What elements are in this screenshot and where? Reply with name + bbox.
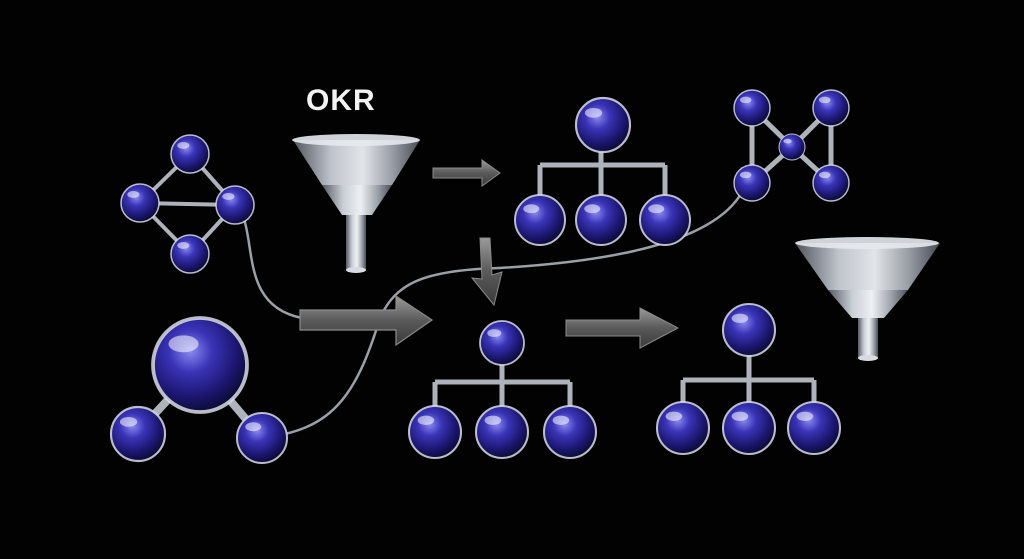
arrow-icon-middle (299, 294, 434, 347)
funnel-icon-bottom-right (795, 237, 940, 361)
okr-title: OKR (306, 84, 376, 117)
network-icon-top-right (734, 90, 849, 201)
hierarchy-icon-bottom-right (657, 304, 840, 454)
arrow-icon-top (432, 159, 501, 187)
connector-to-top-right-network (498, 184, 747, 270)
arrow-icon-bottom (565, 307, 680, 349)
network-icon-top-left (121, 135, 254, 273)
connector-network-to-arrow (234, 203, 304, 320)
connector-molecule-to-arrow (260, 266, 502, 440)
hierarchy-icon-top (515, 98, 690, 245)
funnel-icon-top (292, 134, 420, 273)
arrow-icon-down (470, 237, 503, 307)
molecule-icon (111, 318, 287, 463)
hierarchy-icon-bottom-middle (409, 321, 596, 458)
